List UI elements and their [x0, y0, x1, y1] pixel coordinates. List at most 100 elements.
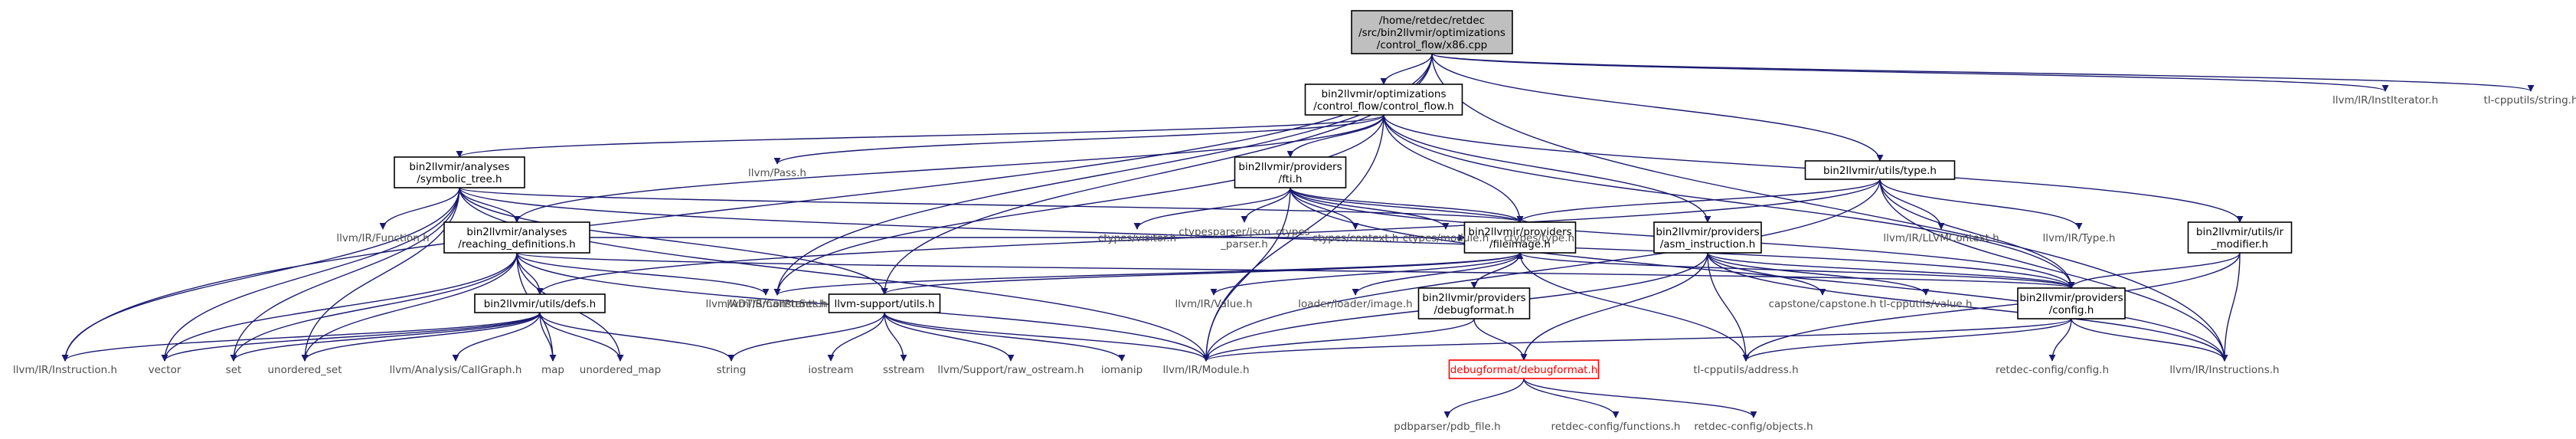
node-label-line: llvm/Pass.h	[748, 167, 806, 179]
node-label-line: /fileimage.h	[1489, 238, 1551, 251]
node-label-line: bin2llvmir/utils/type.h	[1823, 165, 1937, 177]
edge-defs-to-uset	[301, 312, 541, 362]
node-box	[1463, 221, 1577, 254]
node-fti[interactable]: bin2llvmir/providers/fti.h	[1234, 156, 1347, 188]
edge-asm-to-capstone	[1707, 252, 1826, 296]
node-tlvalue: tl-cpputils/value.h	[1879, 298, 1972, 310]
node-address: tl-cpputils/address.h	[1693, 364, 1798, 376]
node-label-line: /debugformat.h	[1433, 304, 1514, 316]
node-string: string	[717, 364, 747, 376]
node-label-line: llvm/IR/InstIterator.h	[2332, 94, 2438, 106]
edge-defs-to-string	[539, 312, 735, 362]
node-st[interactable]: bin2llvmir/analyses/symbolic_tree.h	[394, 156, 525, 188]
edge-fti-to-module	[1202, 187, 1291, 362]
edge-cf-to-asm	[1383, 114, 1711, 223]
node-value: llvm/IR/Value.h	[1175, 298, 1252, 310]
node-cf[interactable]: bin2llvmir/optimizations/control_flow/co…	[1304, 84, 1463, 116]
node-type[interactable]: bin2llvmir/utils/type.h	[1804, 160, 1956, 180]
edge-st-to-rd	[459, 187, 521, 223]
node-smallptr: llvm/ADT/SmallPtrSet.h	[705, 298, 825, 310]
edge-fileimage-to-address	[1519, 252, 1750, 362]
node-label-line: /control_flow/x86.cpp	[1377, 39, 1487, 51]
node-rd[interactable]: bin2llvmir/analyses/reaching_definitions…	[443, 221, 590, 254]
node-label-line: pdbparser/pdb_file.h	[1394, 421, 1500, 433]
node-callgraph: llvm/Analysis/CallGraph.h	[390, 364, 522, 376]
edge-fileimage-to-constants	[773, 252, 1521, 296]
edge-dbgprov-to-module	[1202, 318, 1475, 362]
node-vector: vector	[149, 364, 181, 376]
edge-root-to-tlstring	[1431, 53, 2535, 92]
node-box	[1448, 359, 1600, 379]
node-label-line: ctypes/context.h	[1313, 232, 1399, 244]
edge-cf-to-config	[1383, 114, 2075, 289]
node-fileimage[interactable]: bin2llvmir/providers/fileimage.h	[1463, 221, 1577, 254]
node-dbgfmt[interactable]: debugformat/debugformat.h	[1448, 359, 1600, 379]
node-label-line: llvm/Support/raw_ostream.h	[937, 364, 1084, 376]
edge-root-to-institer	[1431, 53, 2389, 92]
edge-fti-to-fileimage	[1290, 187, 1524, 223]
node-rdconfig: retdec-config/config.h	[1996, 364, 2109, 376]
edge-st-to-function	[379, 187, 460, 230]
edge-irmod-to-instructions	[2221, 252, 2241, 362]
node-box	[2017, 287, 2126, 319]
node-root[interactable]: /home/retdec/retdec/src/bin2llvmir/optim…	[1351, 10, 1513, 54]
node-defs[interactable]: bin2llvmir/utils/defs.h	[474, 293, 606, 313]
node-label-line: llvm/IR/Value.h	[1175, 298, 1252, 310]
node-pass: llvm/Pass.h	[748, 167, 806, 179]
node-label-line: llvm/IR/Function.h	[336, 232, 429, 244]
node-set: set	[226, 364, 242, 376]
node-label-line: /src/bin2llvmir/optimizations	[1358, 27, 1505, 39]
node-label-line: unordered_map	[580, 364, 661, 376]
edge-fileimage-to-value	[1210, 252, 1521, 296]
edge-st-to-set	[230, 187, 460, 362]
node-dbgprov[interactable]: bin2llvmir/providers/debugformat.h	[1417, 287, 1531, 319]
node-label-line: loader/loader/image.h	[1298, 298, 1412, 310]
node-lsutils[interactable]: llvm-support/utils.h	[828, 293, 941, 313]
node-sstream: sstream	[883, 364, 924, 376]
node-label-line: llvm/Analysis/CallGraph.h	[390, 364, 522, 376]
edge-irmod-to-address	[1742, 252, 2241, 362]
node-label-line: /symbolic_tree.h	[417, 173, 502, 185]
node-asm[interactable]: bin2llvmir/providers/asm_instruction.h	[1653, 221, 1762, 254]
edge-lsutils-to-string	[727, 312, 885, 362]
edge-root-to-instruction	[61, 53, 1433, 362]
edge-defs-to-vector	[161, 312, 541, 362]
node-label-line: ctypesparser/json_ctypes	[1178, 226, 1309, 238]
edge-asm-to-dbgfmt	[1520, 252, 1708, 361]
edge-type-to-config	[1879, 179, 2075, 289]
edge-st-to-vector	[161, 187, 460, 362]
edge-asm-to-tlvalue	[1707, 252, 1930, 296]
node-box	[394, 156, 525, 188]
node-label-line: llvm/IR/Instruction.h	[13, 364, 117, 376]
node-function: llvm/IR/Function.h	[336, 232, 429, 244]
node-label-line: bin2llvmir/providers	[1656, 226, 1759, 238]
node-module: llvm/IR/Module.h	[1162, 364, 1249, 376]
node-label-line: _modifier.h	[2211, 238, 2268, 251]
edge-cf-to-rd	[513, 114, 1384, 223]
node-rdfunctions: retdec-config/functions.h	[1551, 421, 1681, 433]
node-label-line: /config.h	[2049, 304, 2094, 316]
edge-type-to-module	[1202, 179, 1881, 362]
node-ctcontext: ctypes/context.h	[1313, 232, 1399, 244]
node-tlstring: tl-cpputils/string.h	[2483, 94, 2576, 106]
edge-dbgfmt-to-pdbfile	[1443, 378, 1525, 418]
edge-root-to-instructions	[1431, 53, 2228, 362]
node-label-line: capstone/capstone.h	[1769, 298, 1877, 310]
node-label-line: ctypes/module.h	[1403, 232, 1489, 244]
node-box	[1234, 156, 1347, 188]
node-capstone: capstone/capstone.h	[1769, 298, 1877, 310]
edge-st-to-uset	[301, 187, 460, 362]
edge-fileimage-to-loader	[1352, 252, 1521, 296]
edge-st-to-fileimage	[459, 187, 1523, 223]
edge-irmod-to-config	[2068, 252, 2241, 289]
node-label-line: /control_flow/control_flow.h	[1313, 100, 1453, 113]
node-label-line: tl-cpputils/string.h	[2483, 94, 2576, 106]
node-label-line: retdec-config/functions.h	[1551, 421, 1681, 433]
edge-lsutils-to-rawostream	[884, 312, 1015, 362]
node-llvmctx: llvm/IR/LLVMContext.h	[1883, 232, 1999, 244]
node-umap: unordered_map	[580, 364, 661, 376]
node-irmod[interactable]: bin2llvmir/utils/ir_modifier.h	[2187, 221, 2293, 254]
node-label-line: bin2llvmir/analyses	[409, 161, 509, 173]
node-config[interactable]: bin2llvmir/providers/config.h	[2017, 287, 2126, 319]
node-label-line: _parser.h	[1220, 238, 1268, 251]
